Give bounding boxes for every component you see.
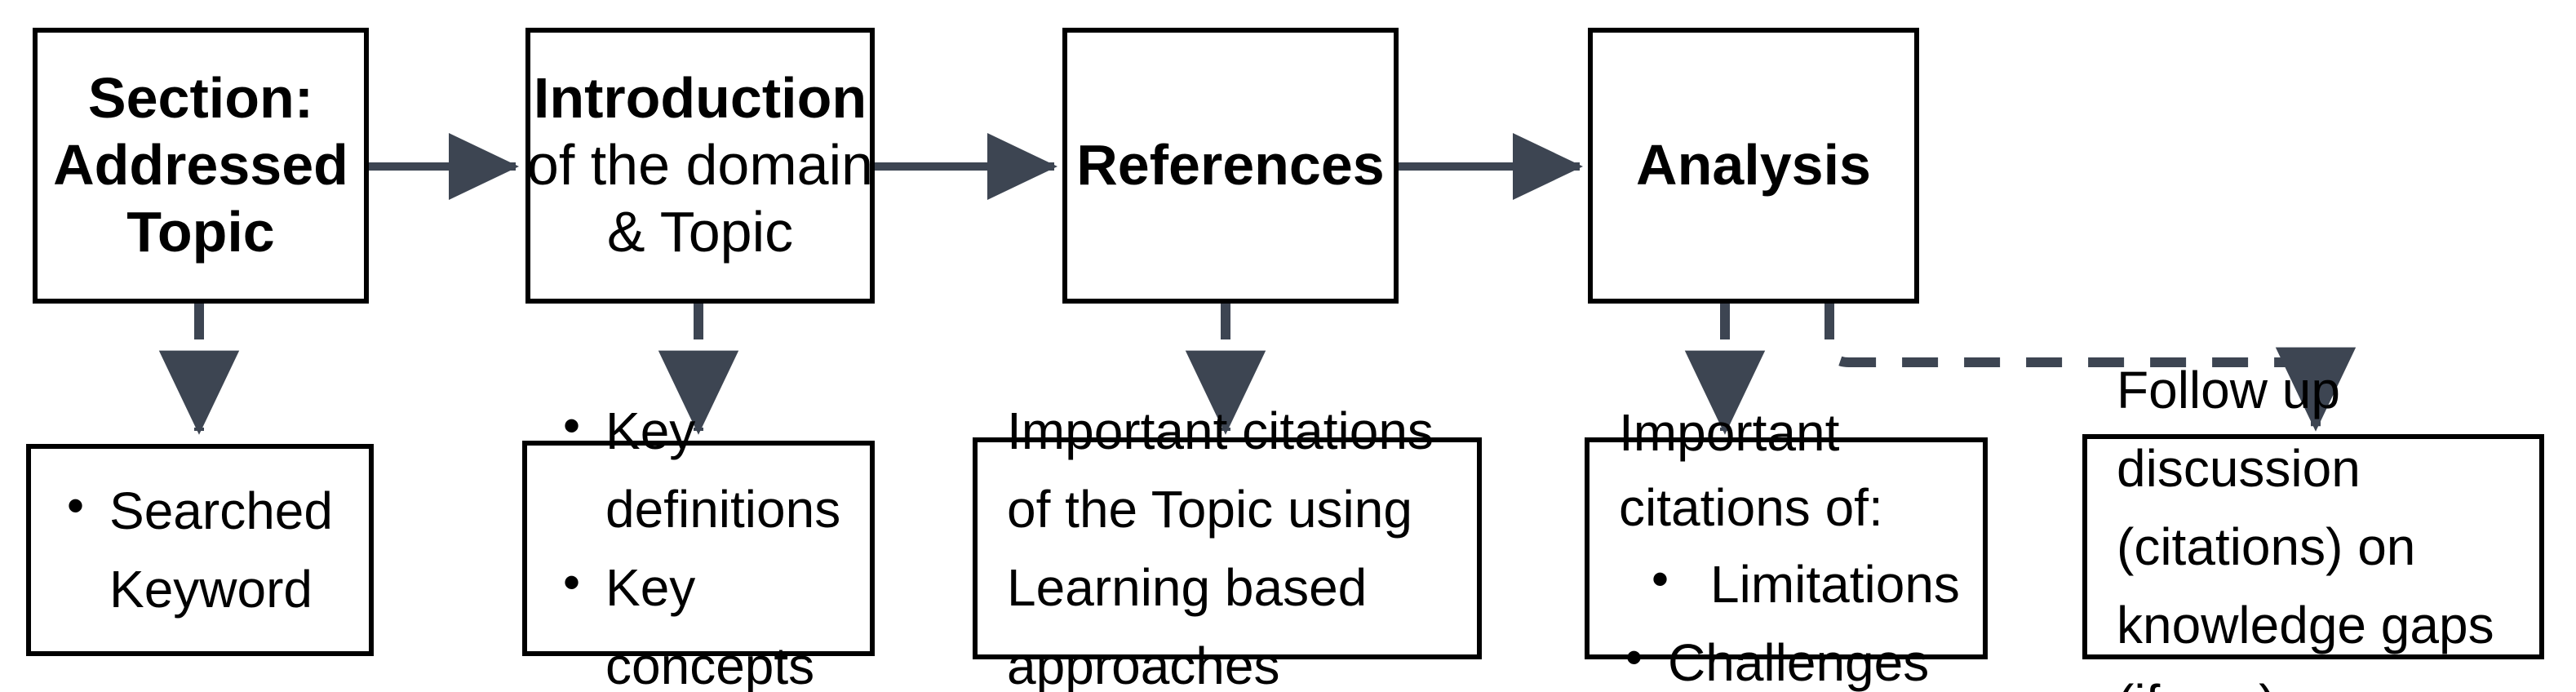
list-item: Searched Keyword xyxy=(60,470,339,628)
stage-box-section-addressed-topic[interactable]: Section: Addressed Topic xyxy=(33,28,369,304)
detail-box-follow-up-discussion[interactable]: Follow up discussion (citations) on know… xyxy=(2082,361,2544,692)
detail-paragraph: Important citations of the Topic using L… xyxy=(1007,401,1434,692)
detail-box-important-citations-of[interactable]: Important citations of: Limitations Chal… xyxy=(1585,402,1988,692)
detail-bullet-list: Searched Keyword xyxy=(60,470,339,628)
stage-label-line: Addressed xyxy=(53,133,348,197)
list-item: Limitations xyxy=(1619,544,1960,624)
stage-label-line: of the domain xyxy=(526,133,874,197)
list-item: Challenges xyxy=(1619,623,1953,692)
detail-box-searched-keyword[interactable]: Searched Keyword xyxy=(26,444,374,656)
stage-label-line: References xyxy=(1076,133,1385,197)
detail-heading: Important citations of: xyxy=(1619,402,1883,537)
detail-bullet-list: Limitations Challenges xyxy=(1619,544,1960,692)
detail-box-important-citations-topic[interactable]: Important citations of the Topic using L… xyxy=(973,401,1482,692)
stage-box-analysis[interactable]: Analysis xyxy=(1588,28,1919,304)
detail-paragraph: Follow up discussion (citations) on know… xyxy=(2117,361,2494,692)
detail-bullet-list: Key definitions Key concepts xyxy=(556,390,840,692)
stage-label-line: & Topic xyxy=(606,201,794,265)
stage-box-references[interactable]: References xyxy=(1062,28,1399,304)
stage-label-line: Analysis xyxy=(1636,133,1871,197)
list-item: Key definitions xyxy=(556,390,840,548)
stage-label-line: Topic xyxy=(126,201,275,265)
stage-label-line: Section: xyxy=(87,66,314,131)
list-item: Key concepts xyxy=(556,547,840,692)
detail-box-key-definitions-concepts[interactable]: Key definitions Key concepts xyxy=(522,390,875,692)
stage-label-line: Introduction xyxy=(533,66,867,131)
stage-box-introduction[interactable]: Introduction of the domain & Topic xyxy=(525,28,875,304)
